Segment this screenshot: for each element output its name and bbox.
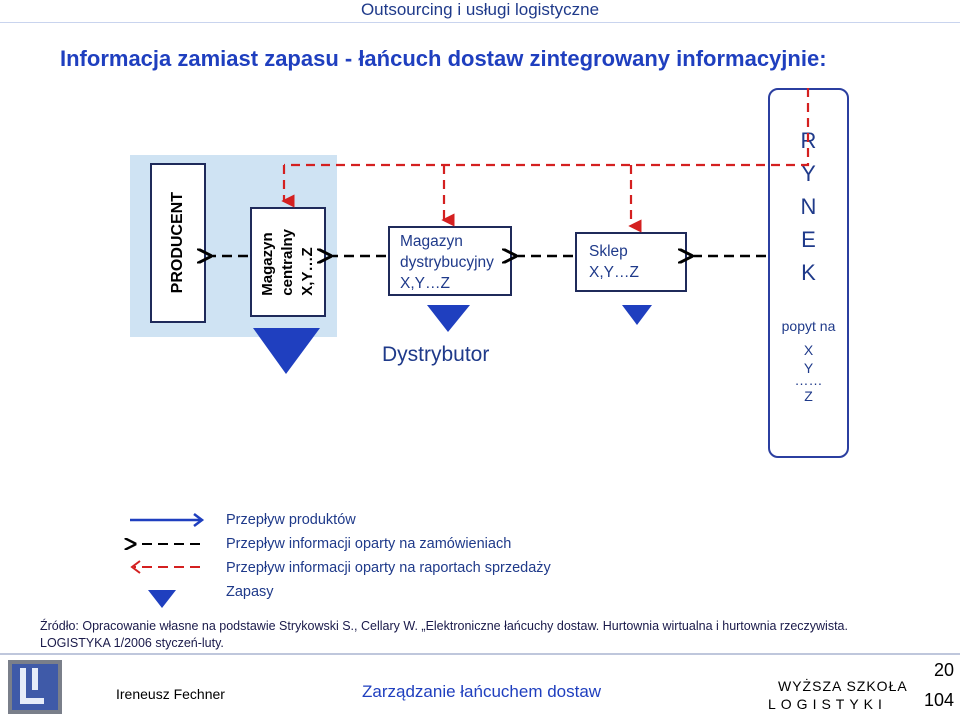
slide-number: 20	[934, 660, 955, 680]
magazyn-dystrybucyjny-line3: X,Y…Z	[400, 275, 450, 292]
rynek-letter-e: E	[801, 227, 816, 252]
stock-triangle-sklep	[622, 305, 652, 325]
dystrybutor-label: Dystrybutor	[382, 343, 490, 366]
legend: Przepływ produktów Przepływ informacji o…	[226, 508, 551, 604]
stock-triangle-centralny	[253, 328, 320, 374]
slide-title: Informacja zamiast zapasu - łańcuch dost…	[60, 46, 827, 71]
school-logo	[8, 660, 62, 714]
sales-info-trunk	[284, 88, 810, 167]
source-line1: Źródło: Opracowanie własne na podstawie …	[40, 619, 848, 633]
magazyn-dystrybucyjny-box: Magazyn dystrybucyjny X,Y…Z	[388, 226, 512, 296]
legend-stocks-label: Zapasy	[226, 584, 274, 600]
source-note: Źródło: Opracowanie własne na podstawie …	[40, 618, 848, 652]
magazyn-centralny-box: Magazyn centralny X,Y…Z	[250, 207, 326, 317]
magazyn-dystrybucyjny-line1: Magazyn	[400, 233, 463, 250]
legend-sales-arrowhead	[130, 560, 141, 574]
popyt-block: popyt na X Y …… Z	[768, 316, 849, 406]
source-line2: LOGISTYKA 1/2006 styczeń-luty.	[40, 636, 224, 650]
rynek-letter-y: Y	[801, 161, 816, 186]
school-name-line2: LOGISTYKI	[768, 696, 887, 712]
producent-box: PRODUCENT	[150, 163, 206, 323]
rynek-letters: R Y N E K	[768, 124, 849, 289]
legend-stock-triangle	[148, 590, 176, 608]
sklep-box: Sklep X,Y…Z	[575, 232, 687, 292]
popyt-x: X	[803, 342, 814, 358]
legend-info-orders-label: Przepływ informacji oparty na zamówienia…	[226, 536, 512, 552]
footer-course: Zarządzanie łańcuchem dostaw	[362, 682, 602, 701]
header-title: Outsourcing i usługi logistyczne	[360, 0, 600, 19]
popyt-dots: ……	[794, 372, 823, 388]
rynek-letter-n: N	[800, 194, 817, 219]
sklep-line2: X,Y…Z	[589, 264, 639, 281]
popyt-label: popyt na	[781, 318, 836, 334]
legend-products-label: Przepływ produktów	[226, 512, 356, 528]
legend-info-sales-label: Przepływ informacji oparty na raportach …	[226, 560, 551, 576]
popyt-z: Z	[804, 388, 813, 404]
header-rule	[0, 22, 960, 23]
magazyn-dystrybucyjny-line2: dystrybucyjny	[400, 254, 494, 271]
rynek-letter-k: K	[801, 260, 816, 285]
stock-triangle-magazyn-dystr	[427, 305, 470, 332]
footer-author: Ireneusz Fechner	[116, 686, 225, 702]
legend-product-arrowhead	[193, 513, 205, 527]
school-name-line1: WYŻSZA SZKOŁA	[778, 678, 908, 694]
popyt-y: Y	[803, 360, 814, 376]
sklep-line1: Sklep	[589, 243, 628, 260]
page-number: 104	[924, 690, 955, 710]
